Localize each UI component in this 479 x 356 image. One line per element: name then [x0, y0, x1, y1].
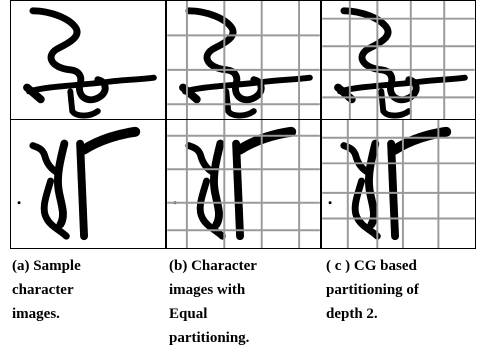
glyph-stroke — [235, 126, 297, 155]
glyph-stroke — [337, 74, 468, 95]
glyph-stroke — [365, 139, 380, 229]
caption-a-line-3: images. — [12, 306, 60, 322]
glyph-dot — [17, 201, 21, 205]
glyph-stroke — [223, 88, 257, 119]
caption-b-line-3: Equal — [169, 306, 208, 322]
character-glyph-2 — [173, 126, 297, 241]
glyph-stroke — [54, 139, 69, 229]
glyph-stroke — [76, 139, 88, 241]
character-image-1-equal-grid — [167, 1, 320, 119]
panel-b-image-2 — [166, 119, 321, 249]
panel-a-image-2 — [10, 119, 166, 249]
character-image-2-equal-grid — [167, 120, 320, 248]
panel-c-image-2 — [321, 119, 476, 249]
figure: (a) Sample character images. (b) Charact… — [10, 0, 479, 356]
caption-a: (a) Sample character images. — [12, 254, 162, 326]
equal-partition-grid — [167, 120, 320, 248]
character-glyph-2 — [328, 126, 452, 241]
caption-a-line-1: (a) Sample — [12, 258, 81, 274]
caption-b-line-1: (b) Character — [169, 258, 257, 274]
cg-partition-grid — [322, 120, 475, 248]
glyph-stroke — [210, 139, 225, 229]
character-image-1-cg-grid — [322, 1, 475, 119]
glyph-stroke — [232, 139, 244, 241]
caption-a-line-2: character — [12, 282, 74, 298]
caption-c-line-1: ( c ) CG based — [326, 258, 417, 274]
caption-b-line-2: images with — [169, 282, 246, 298]
glyph-stroke — [23, 83, 45, 104]
glyph-stroke — [196, 177, 226, 240]
glyph-stroke — [378, 88, 412, 119]
caption-c-line-2: partitioning of — [326, 282, 419, 298]
cg-partition-grid — [322, 1, 475, 119]
character-image-2 — [17, 126, 141, 241]
caption-c: ( c ) CG based partitioning of depth 2. — [326, 254, 476, 326]
glyph-stroke — [67, 88, 101, 119]
glyph-stroke — [26, 74, 157, 95]
character-glyph-2 — [17, 126, 141, 241]
glyph-stroke — [29, 142, 62, 177]
glyph-stroke — [179, 83, 201, 104]
panel-a-image-1 — [10, 0, 166, 120]
equal-partition-grid — [167, 1, 320, 119]
glyph-stroke — [29, 7, 109, 104]
glyph-stroke — [79, 126, 141, 155]
caption-b: (b) Character images with Equal partitio… — [169, 254, 319, 350]
character-glyph-1 — [179, 7, 313, 119]
glyph-stroke — [387, 139, 399, 241]
panel-c-image-1 — [321, 0, 476, 120]
character-image-2-cg-grid — [322, 120, 475, 248]
glyph-dot — [328, 201, 332, 205]
character-glyph-1 — [23, 7, 157, 119]
glyph-stroke — [182, 74, 313, 95]
panel-b-image-1 — [166, 0, 321, 120]
character-image-1 — [23, 7, 157, 119]
glyph-stroke — [40, 177, 70, 240]
caption-c-line-3: depth 2. — [326, 306, 378, 322]
caption-b-line-4: partitioning. — [169, 330, 250, 346]
character-glyph-1 — [334, 7, 468, 119]
